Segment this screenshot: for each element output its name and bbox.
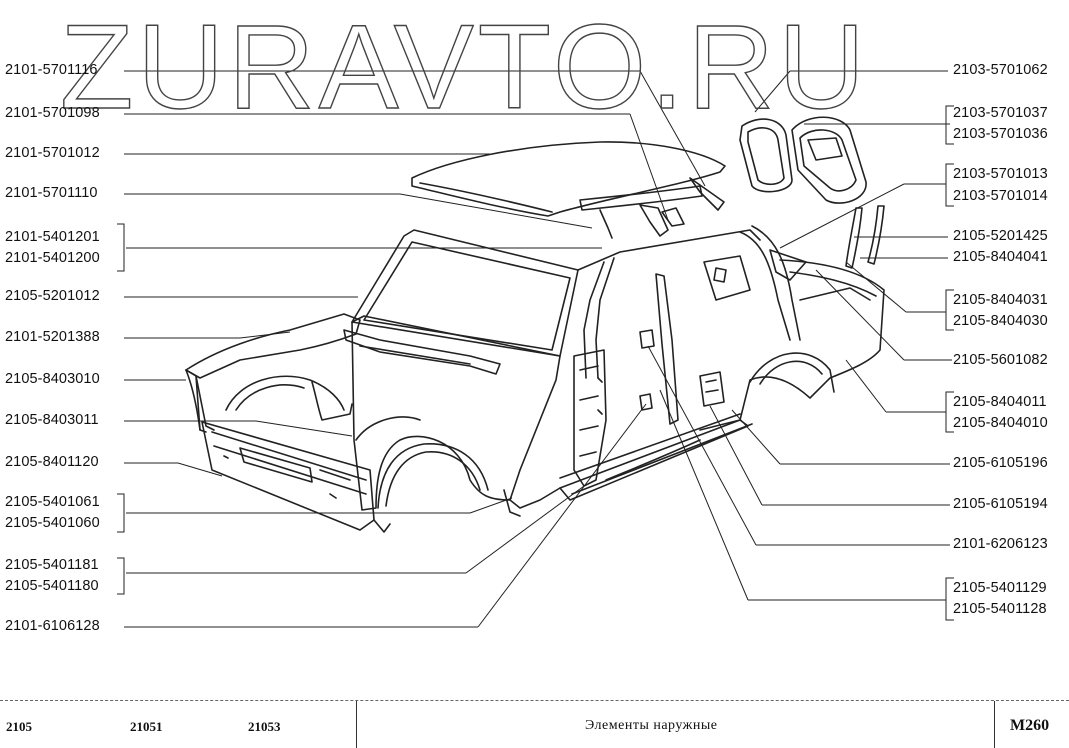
part-label-2103-5701014: 2103-5701014 [953, 188, 1048, 204]
footer-model-2105: 2105 [6, 719, 32, 734]
part-label-2105-8401120: 2105-8401120 [5, 454, 99, 470]
footer-page-code: М260 [1010, 717, 1050, 734]
footer-divider [356, 701, 357, 748]
part-label-2101-6106128: 2101-6106128 [5, 618, 100, 634]
part-label-2101-5401201: 2101-5401201 [5, 229, 100, 245]
roof-bow-rear [579, 185, 703, 211]
front-panel [201, 421, 375, 531]
part-label-2101-5401200: 2101-5401200 [5, 250, 100, 266]
part-label-2103-5701062: 2103-5701062 [953, 62, 1048, 78]
part-label-2105-8404041: 2105-8404041 [953, 249, 1048, 265]
part-label-2105-6105194: 2105-6105194 [953, 496, 1048, 512]
car-body-exploded-diagram [117, 70, 954, 628]
part-label-2105-5401129: 2105-5401129 [953, 580, 1047, 596]
c-pillar-strip [845, 207, 863, 269]
roof-panel [411, 141, 726, 217]
part-label-2105-5401180: 2105-5401180 [5, 578, 99, 594]
footer-divider [994, 701, 995, 748]
part-label-2105-6105196: 2105-6105196 [953, 455, 1048, 471]
part-label-2105-5401060: 2105-5401060 [5, 515, 100, 531]
part-label-2105-8404010: 2105-8404010 [953, 415, 1048, 431]
rear-quarter-trim [791, 116, 867, 204]
rear-window-seal [739, 118, 793, 193]
footer-model-21051: 21051 [130, 719, 163, 734]
part-label-2105-5601082: 2105-5601082 [953, 352, 1048, 368]
windshield-frame [351, 229, 579, 357]
part-label-2101-5701098: 2101-5701098 [5, 105, 100, 121]
part-label-2103-5701037: 2103-5701037 [953, 105, 1048, 121]
part-label-2101-5701116: 2101-5701116 [5, 62, 98, 78]
part-label-2105-5201425: 2105-5201425 [953, 228, 1048, 244]
part-label-2101-5701110: 2101-5701110 [5, 185, 98, 201]
engine-compartment [185, 313, 361, 379]
part-label-2101-6206123: 2101-6206123 [953, 536, 1048, 552]
part-label-2105-8403011: 2105-8403011 [5, 412, 99, 428]
door-hinge-bracket [699, 371, 725, 407]
part-label-2105-8403010: 2105-8403010 [5, 371, 100, 387]
footer-model-21053: 21053 [248, 719, 281, 734]
part-label-2103-5701013: 2103-5701013 [953, 166, 1048, 182]
part-label-2105-8404030: 2105-8404030 [953, 313, 1048, 329]
footer-title: Элементы наружные [585, 718, 718, 733]
part-label-2101-5701012: 2101-5701012 [5, 145, 100, 161]
page-footer: 2105 21051 21053 Элементы наружные М260 [0, 700, 1069, 748]
rear-fender [699, 259, 885, 431]
part-label-2105-5201012: 2105-5201012 [5, 288, 100, 304]
part-label-2101-5201388: 2101-5201388 [5, 329, 100, 345]
front-fender [351, 315, 561, 511]
part-label-2105-5401181: 2105-5401181 [5, 557, 99, 573]
part-label-2105-5401061: 2105-5401061 [5, 494, 100, 510]
part-label-2105-5401128: 2105-5401128 [953, 601, 1047, 617]
part-label-2105-8404031: 2105-8404031 [953, 292, 1048, 308]
part-label-2105-8404011: 2105-8404011 [953, 394, 1047, 410]
part-label-2103-5701036: 2103-5701036 [953, 126, 1048, 142]
